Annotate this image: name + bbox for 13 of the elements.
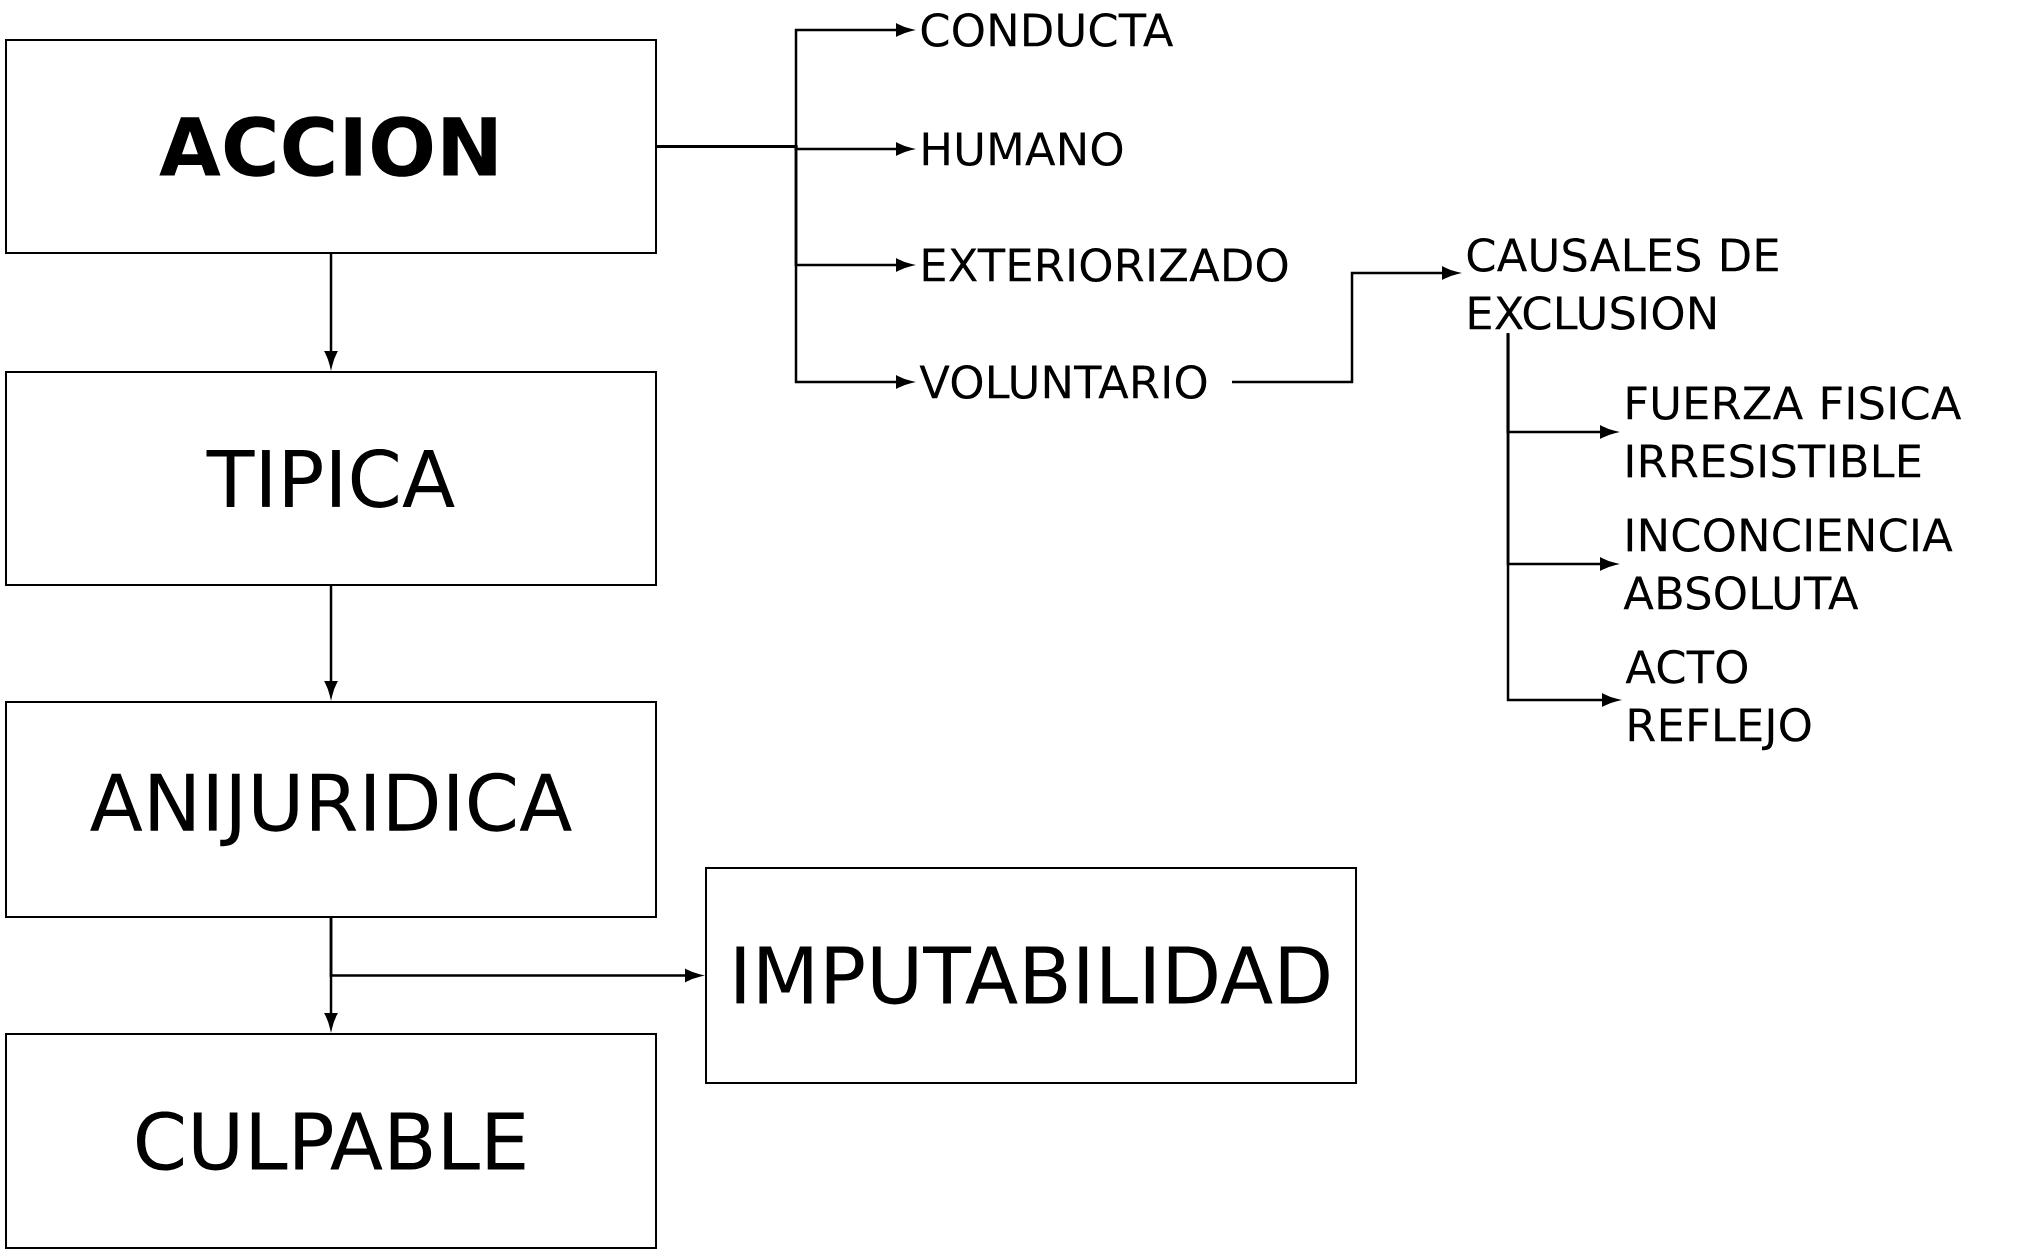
text-label: INCONCIENCIA ABSOLUTA (1623, 518, 1953, 610)
text-label: HUMANO (923, 132, 1123, 166)
text-label: CAUSALES DE EXCLUSION (1467, 238, 1778, 330)
process-box: ANIJURIDICA (5, 701, 657, 918)
process-box: ACCION (5, 39, 657, 254)
text-label: VOLUNTARIO (919, 365, 1207, 399)
process-box: CULPABLE (5, 1033, 657, 1249)
process-box: TIPICA (5, 371, 657, 586)
text-label: ACTO REFLEJO (1625, 649, 1811, 751)
process-box: IMPUTABILIDAD (705, 867, 1357, 1084)
text-label: CONDUCTA (921, 13, 1174, 47)
text-label: FUERZA FISICA IRRESISTIBLE (1627, 386, 1962, 478)
text-label: EXTERIORIZADO (923, 248, 1288, 282)
